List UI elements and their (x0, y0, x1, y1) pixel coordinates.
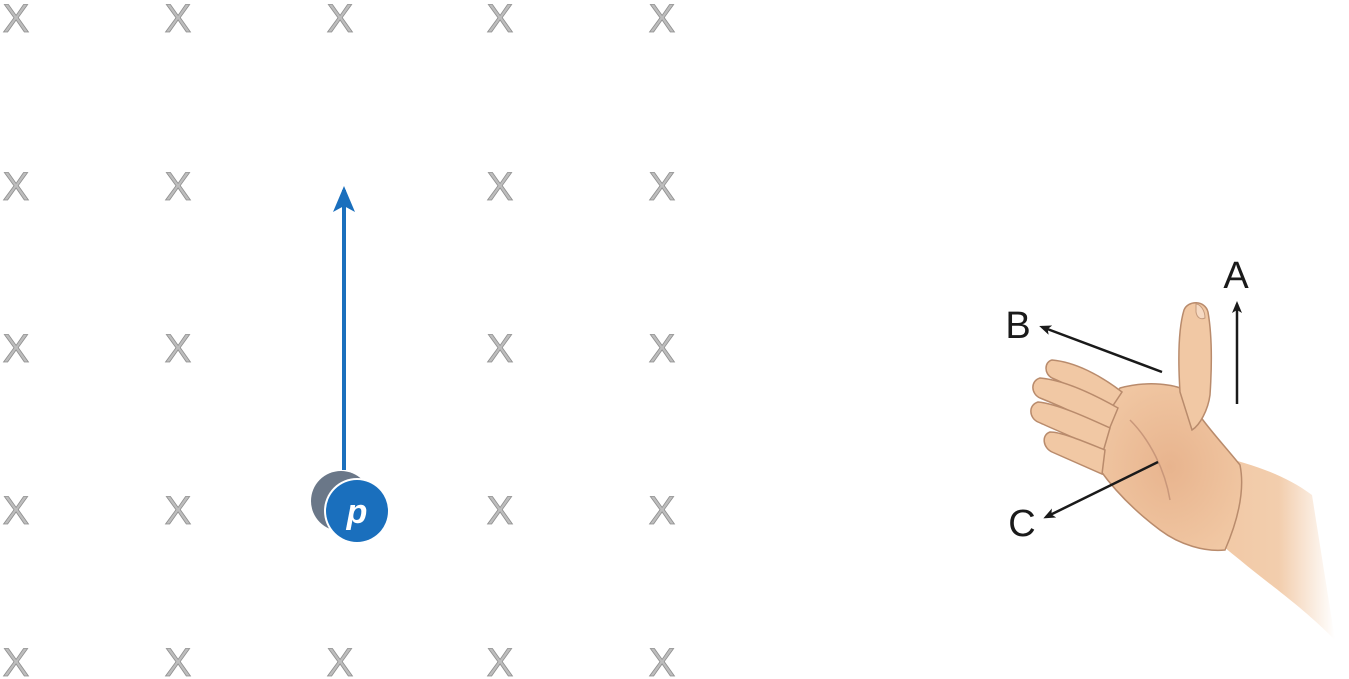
field-symbol-x: X (3, 327, 30, 371)
hand-thumb (1178, 302, 1213, 432)
field-symbol-x: X (649, 0, 676, 41)
right-hand-illustration: A B C (1005, 255, 1335, 640)
direction-arrow-b (1039, 325, 1163, 374)
field-symbol-x: X (165, 0, 192, 41)
field-symbol-x: X (3, 641, 30, 679)
field-symbol-x: X (649, 327, 676, 371)
field-symbol-x: X (649, 165, 676, 209)
field-symbol-x: X (165, 165, 192, 209)
field-symbol-x: X (487, 327, 514, 371)
field-symbol-x: X (649, 641, 676, 679)
field-symbol-x: X (327, 0, 354, 41)
proton-label: p (346, 493, 368, 531)
field-symbol-x: X (487, 641, 514, 679)
proton-core (326, 480, 388, 542)
hand-finger-little (1043, 431, 1106, 476)
field-symbol-x: X (3, 0, 30, 41)
field-symbol-x: X (165, 327, 192, 371)
field-symbol-x: X (487, 489, 514, 533)
field-symbol-x: X (165, 641, 192, 679)
proton-particle: p (311, 471, 390, 544)
field-symbol-x: X (487, 165, 514, 209)
label-b: B (1005, 305, 1030, 347)
field-symbol-x: X (3, 489, 30, 533)
label-c: C (1008, 503, 1035, 545)
label-a: A (1223, 255, 1249, 297)
velocity-arrow (333, 186, 355, 470)
field-symbol-x: X (3, 165, 30, 209)
palm-crease (1129, 419, 1171, 501)
hand-palm (1097, 383, 1243, 552)
field-symbol-x: X (165, 489, 192, 533)
field-symbol-x: X (649, 489, 676, 533)
thumb-nail (1195, 303, 1206, 320)
field-symbol-x: X (487, 0, 514, 41)
magnetic-field-grid: X X X X X X X X X X X X X X X X X X X X X X (2, 0, 676, 679)
hand-forearm (1210, 455, 1335, 640)
direction-arrow-c (1043, 460, 1159, 519)
velocity-arrow-head (333, 186, 355, 212)
field-symbol-x: X (327, 641, 354, 679)
